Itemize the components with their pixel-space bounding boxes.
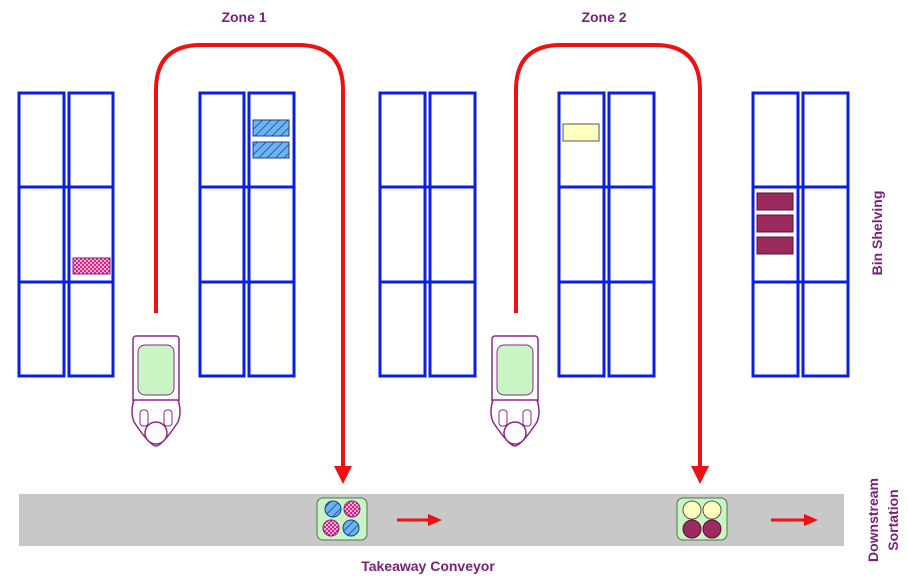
takeaway-conveyor-label: Takeaway Conveyor	[361, 558, 495, 574]
pink-item-bin	[72, 257, 111, 275]
zone-2-route-arrow	[514, 43, 702, 470]
bin-shelving-label: Bin Shelving	[869, 191, 885, 276]
maroon-item-bin-2	[756, 214, 794, 233]
downstream-label-line2: Sortation	[885, 489, 901, 550]
blue-item-bin-bottom	[252, 141, 290, 159]
downstream-label-line1: Downstream	[865, 478, 881, 562]
maroon-item-bin-1	[756, 192, 794, 211]
zone-2-picker-icon	[490, 335, 540, 447]
zone-1-label: Zone 1	[221, 9, 266, 25]
shelf-unit-5	[751, 91, 850, 378]
zone-1-tote	[316, 497, 368, 541]
zone-2-route-arrowhead	[691, 466, 709, 484]
zone-1-route-arrowhead	[334, 466, 352, 484]
zone-2-label: Zone 2	[581, 9, 626, 25]
conveyor-flow-arrow-1	[397, 514, 442, 526]
shelf-unit-1	[17, 91, 115, 378]
shelf-unit-3	[378, 91, 477, 378]
zone-1-route-arrow	[154, 43, 345, 470]
zone-2-tote	[676, 497, 728, 541]
maroon-item-bin-3	[756, 236, 794, 255]
shelf-unit-2	[198, 91, 296, 378]
blue-item-bin-top	[252, 119, 290, 137]
conveyor-flow-arrow-2	[771, 514, 818, 526]
zone-1-picker-icon	[131, 335, 181, 447]
yellow-item-bin	[562, 123, 600, 142]
